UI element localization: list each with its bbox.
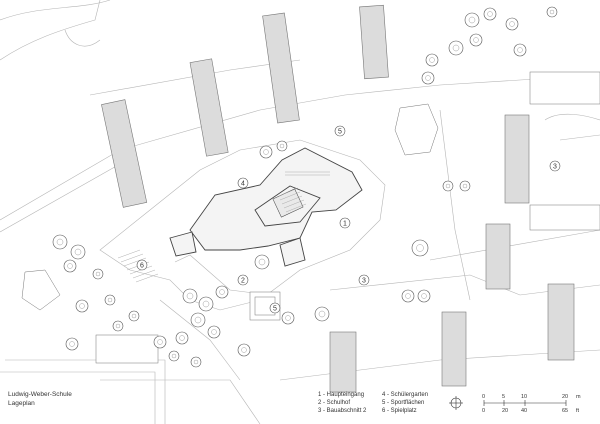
svg-text:4: 4 bbox=[241, 181, 245, 188]
tree-icon bbox=[190, 312, 206, 328]
tree-icon bbox=[75, 299, 89, 313]
scale-ft-unit: ft bbox=[576, 408, 580, 414]
tree-icon bbox=[237, 343, 251, 357]
marker-sports-north: 5 bbox=[334, 125, 346, 137]
scale-m-tick: 20 bbox=[562, 394, 568, 400]
legend: 1 - Haupteingang 2 - Schulhof 3 - Bauabs… bbox=[318, 392, 428, 414]
scale-m-tick: 0 bbox=[482, 394, 485, 400]
title-line-1: Ludwig-Weber-Schule bbox=[8, 391, 72, 398]
tree-icon bbox=[112, 320, 124, 332]
marker-phase-2-south: 3 bbox=[358, 274, 370, 286]
legend-item: 4 - Schülergarten bbox=[382, 392, 428, 398]
scale-ft-tick: 40 bbox=[521, 408, 527, 414]
tree-icon bbox=[215, 285, 229, 299]
roof-skylight bbox=[272, 187, 307, 218]
tree-icon bbox=[259, 145, 273, 159]
tree-icon bbox=[483, 7, 497, 21]
tree-icon bbox=[254, 254, 270, 270]
tree-icon bbox=[207, 325, 221, 339]
svg-text:5: 5 bbox=[338, 129, 342, 136]
tree-icon bbox=[276, 140, 288, 152]
tree-icon bbox=[314, 306, 330, 322]
svg-text:6: 6 bbox=[140, 263, 144, 270]
north-arrow-icon bbox=[449, 396, 463, 410]
marker-student-garden: 4 bbox=[237, 177, 249, 189]
svg-text:3: 3 bbox=[362, 278, 366, 285]
scale-ft-tick: 20 bbox=[502, 408, 508, 414]
svg-text:1: 1 bbox=[343, 221, 347, 228]
scale-m-tick: 10 bbox=[521, 394, 527, 400]
school-building bbox=[169, 147, 363, 267]
legend-item: 2 - Schulhof bbox=[318, 400, 350, 406]
school-site bbox=[99, 139, 386, 321]
scale-m-tick: 5 bbox=[502, 394, 505, 400]
tree-icon bbox=[421, 71, 435, 85]
tree-icon bbox=[464, 12, 480, 28]
tree-icon bbox=[459, 180, 471, 192]
site-markers: 1 2 3 3 4 5 5 6 bbox=[136, 125, 561, 314]
tree-icon bbox=[128, 310, 140, 322]
legend-item: 3 - Bauabschnitt 2 bbox=[318, 408, 367, 414]
tree-icon bbox=[92, 268, 104, 280]
tree-icon bbox=[425, 53, 439, 67]
tree-icon bbox=[417, 289, 431, 303]
svg-text:2: 2 bbox=[241, 278, 245, 285]
tree-icon bbox=[52, 234, 68, 250]
tree-icon bbox=[153, 335, 167, 349]
tree-icon bbox=[281, 311, 295, 325]
tree-icon bbox=[175, 331, 189, 345]
scale-ft-tick: 65 bbox=[562, 408, 568, 414]
tree-icon bbox=[505, 17, 519, 31]
legend-item: 5 - Sportflächen bbox=[382, 400, 424, 406]
scale-m-unit: m bbox=[576, 394, 581, 400]
trees bbox=[52, 6, 558, 368]
marker-main-entrance: 1 bbox=[339, 217, 351, 229]
tree-icon bbox=[513, 43, 527, 57]
svg-text:3: 3 bbox=[553, 164, 557, 171]
plan-title: Ludwig-Weber-Schule Lageplan bbox=[8, 391, 72, 407]
tree-icon bbox=[401, 289, 415, 303]
tree-icon bbox=[190, 356, 202, 368]
svg-text:5: 5 bbox=[273, 306, 277, 313]
title-line-2: Lageplan bbox=[8, 400, 35, 407]
marker-playground: 6 bbox=[136, 259, 148, 271]
tree-icon bbox=[411, 239, 429, 257]
tree-icon bbox=[182, 288, 198, 304]
tree-icon bbox=[448, 40, 464, 56]
tree-icon bbox=[469, 33, 483, 47]
tree-icon bbox=[546, 6, 558, 18]
tree-icon bbox=[442, 180, 454, 192]
marker-phase-2-east: 3 bbox=[549, 160, 561, 172]
legend-item: 6 - Spielplatz bbox=[382, 408, 417, 414]
tree-icon bbox=[63, 259, 77, 273]
scale-ft-tick: 0 bbox=[482, 408, 485, 414]
residential-buildings bbox=[21, 4, 600, 393]
tree-icon bbox=[104, 294, 116, 306]
marker-schoolyard: 2 bbox=[237, 274, 249, 286]
tree-icon bbox=[65, 337, 79, 351]
marker-sports-south: 5 bbox=[269, 302, 281, 314]
scale-bar: 0 5 10 20 m 0 20 40 65 ft bbox=[482, 394, 581, 414]
tree-icon bbox=[70, 244, 86, 260]
tree-icon bbox=[198, 296, 214, 312]
legend-item: 1 - Haupteingang bbox=[318, 392, 364, 398]
tree-icon bbox=[168, 350, 180, 362]
